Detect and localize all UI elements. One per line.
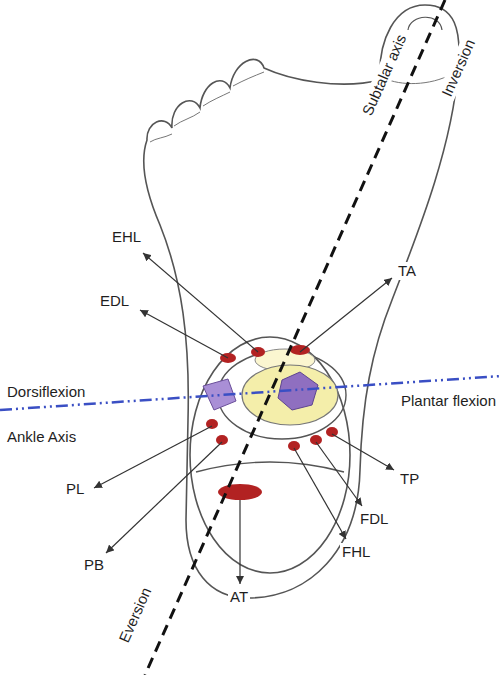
leader-arrow	[140, 310, 228, 358]
leader-arrow	[239, 500, 240, 584]
leader-arrow	[143, 253, 258, 352]
motion-label: Plantar flexion	[399, 392, 498, 410]
foot-outline	[144, 5, 459, 598]
leader-arrow	[94, 426, 212, 488]
toe-crease	[150, 134, 172, 142]
tendon-section	[288, 441, 300, 451]
ankle-axis-line	[0, 376, 502, 410]
tendon-label: AT	[228, 588, 250, 606]
axis-label: Ankle Axis	[5, 428, 78, 446]
tendon-label: EHL	[110, 228, 143, 246]
leader-arrow	[332, 434, 394, 470]
leader-arrow	[294, 448, 346, 539]
toe-crease	[203, 92, 230, 106]
tendon-label: TA	[396, 262, 418, 280]
tendon-section	[206, 419, 218, 429]
leader-arrow	[300, 278, 392, 352]
motion-label: Dorsiflexion	[5, 383, 87, 401]
tendon-section	[310, 435, 322, 445]
tendon-label: PL	[64, 480, 86, 498]
tendon-section	[326, 427, 338, 437]
leader-arrow	[106, 442, 222, 553]
tendon-label: TP	[398, 470, 421, 488]
tendon-label: FHL	[340, 543, 372, 561]
tendon-label: PB	[82, 556, 106, 574]
heel-pad-line	[196, 462, 344, 472]
toe-crease	[174, 112, 200, 126]
leader-arrow	[316, 442, 362, 506]
tendon-label: FDL	[358, 510, 390, 528]
motion-label: Eversion	[114, 583, 156, 647]
toe-crease	[233, 72, 264, 86]
tendon-label: EDL	[98, 292, 131, 310]
tendon-section	[216, 435, 228, 445]
tibia-bone	[242, 365, 338, 425]
